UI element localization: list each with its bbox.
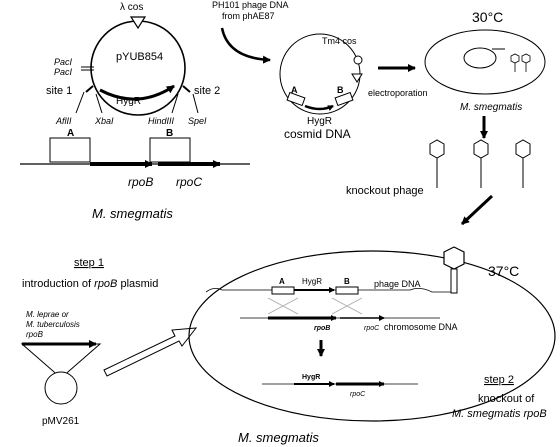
rpob-label: rpoB: [128, 175, 153, 189]
chromosome-rpob-label: rpoB: [314, 325, 330, 332]
phage-region-b-label: B: [344, 277, 350, 286]
cosmid-a-label: A: [291, 85, 298, 95]
infection-arrow: [460, 194, 494, 226]
phage-dna-label: phage DNA: [374, 279, 421, 289]
site2-label: site 2: [194, 85, 220, 97]
pmv261-source-line2: M. tuberculosis: [26, 320, 80, 329]
plasmid-name: pYUB854: [116, 51, 163, 63]
crossover-lines: [267, 297, 363, 315]
hindiii-label: HindIII: [148, 116, 175, 126]
knockout-phage-icon-1: [429, 139, 445, 188]
region-b-box: [149, 137, 191, 163]
phage-dna-circle: [463, 47, 497, 69]
cosmid: Tm4 cos A B HygR cosmid DNA electroporat…: [279, 33, 428, 141]
tm4-cos-icon: [353, 55, 363, 65]
transformation-arrow: [103, 327, 198, 377]
aflii-label: AflII: [55, 116, 72, 126]
organism-label-bottom: M. smegmatis: [238, 430, 319, 445]
step2-line2: M. smegmatis rpoB: [452, 408, 547, 420]
cosmid-hygr-arrow: [304, 104, 334, 111]
phage-region-a-label: A: [279, 277, 285, 286]
knockout-phage-icon-2: [473, 139, 489, 188]
temp-30c: 30°C: [472, 9, 503, 25]
site1-label: site 1: [46, 85, 72, 97]
phage-region-b-box: [335, 286, 359, 295]
cell-37c-outline: [188, 250, 556, 422]
genome-map-top: A B rpoB rpoC M. smegmatis: [20, 128, 250, 221]
recombinant-rpoc-label: rpoC: [350, 391, 366, 398]
chromosome-dna-label: chromosome DNA: [384, 322, 458, 332]
step1-description: introduction of rpoB plasmid: [22, 278, 158, 290]
organism-label-top: M. smegmatis: [92, 206, 173, 221]
phage-region-a-box: [271, 286, 295, 295]
region-a-label: A: [67, 128, 74, 139]
step1-title: step 1: [74, 257, 104, 269]
pmv261-circle: [44, 371, 78, 405]
region-a-box: [49, 137, 91, 163]
paci-label-2: PacI: [54, 67, 73, 77]
pmv261-source-line1: M. leprae or: [26, 310, 69, 319]
small-phage-icons: [510, 53, 531, 72]
lambda-cos-label: λ cos: [120, 2, 143, 13]
pyub854-plasmid: λ cos PacI PacI pYUB854 HygR site 1 site…: [46, 2, 220, 126]
tm4-cos-label: Tm4 cos: [322, 36, 357, 46]
attached-phage-icon: [443, 246, 465, 294]
cosmid-hygr-label: HygR: [307, 116, 332, 127]
temp-37c: 37°C: [488, 263, 519, 279]
phage-source-line1: PH101 phage DNA: [212, 0, 289, 10]
lambda-cos-icon: [129, 16, 147, 30]
knockout-phage-icon-3: [515, 139, 531, 188]
chromosome-rpoc-label: rpoC: [364, 325, 380, 332]
phage-dna-line: [205, 288, 452, 293]
cell-30c-outline: [424, 29, 546, 95]
step2-line1: knockout of: [478, 393, 535, 405]
step2-title: step 2: [484, 374, 514, 386]
region-b-label: B: [166, 128, 173, 139]
paci-label-1: PacI: [54, 57, 73, 67]
hygr-label: HygR: [116, 96, 141, 107]
xbai-label: XbaI: [94, 116, 114, 126]
hygr-arrow: [99, 84, 175, 101]
knockout-phage-group: [429, 139, 531, 188]
phage-hygr-label: HygR: [302, 277, 322, 286]
cell-37c: 37°C A HygR B phage DNA rpoB rpoC chromo…: [188, 246, 556, 422]
ligation-arrow: [220, 27, 271, 64]
electroporation-label: electroporation: [368, 88, 428, 98]
cosmid-b-label: B: [337, 85, 344, 95]
rpoc-label: rpoC: [176, 175, 202, 189]
pmv261-source-line3: rpoB: [26, 330, 44, 339]
pmv261-label: pMV261: [42, 416, 80, 427]
organism-label-30c: M. smegmatis: [460, 102, 522, 113]
cosmid-label: cosmid DNA: [284, 127, 351, 141]
recombinant-hygr-label: HygR: [302, 374, 320, 381]
spei-label: SpeI: [188, 116, 207, 126]
pmv261-plasmid: M. leprae or M. tuberculosis rpoB pMV261: [20, 310, 102, 427]
cell-30c: 30°C M. smegmatis: [424, 9, 546, 113]
pmv261-insert-triangle: [20, 343, 102, 379]
cos-site-icon: [351, 73, 363, 83]
knockout-phage-label: knockout phage: [346, 185, 424, 197]
phage-source-line2: from phAE87: [222, 11, 275, 21]
